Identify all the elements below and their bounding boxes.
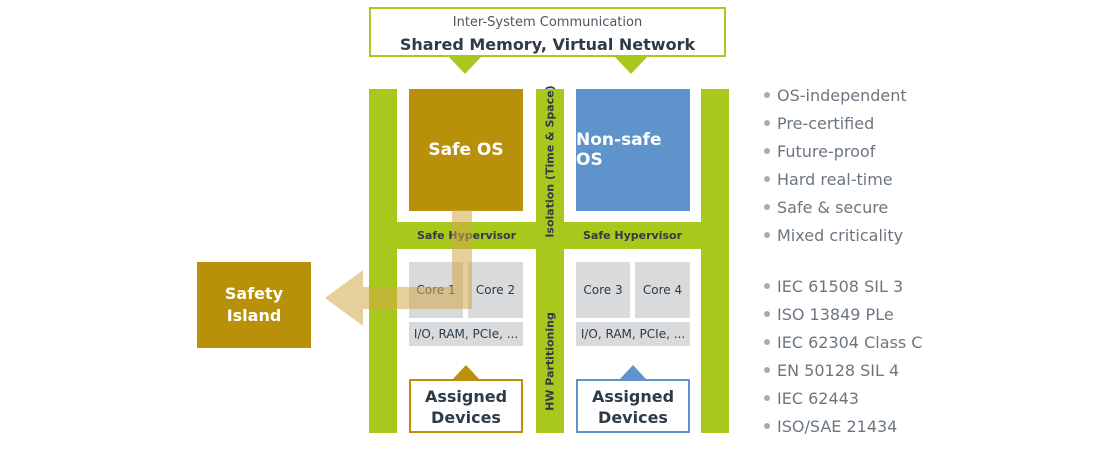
bullet-icon: [764, 366, 770, 373]
isolation-label: Isolation (Time & Space): [543, 85, 557, 238]
assigned-devices-safe-line2: Devices: [431, 408, 501, 427]
arrow-down-left-icon: [449, 57, 481, 74]
io-resources-nonsafe-label: I/O, RAM, PCIe, ...: [580, 327, 686, 341]
safe-os-label: Safe OS: [428, 140, 504, 160]
hypervisor-band: [369, 222, 729, 249]
communication-title: Shared Memory, Virtual Network: [399, 35, 696, 54]
core-4-label: Core 4: [642, 283, 683, 297]
core-2-label: Core 2: [475, 283, 516, 297]
list-item: IEC 62304 Class C: [764, 331, 922, 359]
list-item: ISO/SAE 21434: [764, 415, 922, 443]
core-4: Core 4: [635, 262, 690, 318]
bullet-icon: [764, 394, 770, 401]
bullet-icon: [764, 338, 770, 345]
assigned-devices-nonsafe-line2: Devices: [598, 408, 668, 427]
arrow-up-gold-icon: [453, 365, 479, 379]
core-3: Core 3: [576, 262, 630, 318]
hypervisor-frame-center: [536, 89, 564, 433]
feature-list: OS-independent Pre-certified Future-proo…: [764, 84, 907, 252]
bullet-icon: [764, 422, 770, 429]
list-item: Future-proof: [764, 140, 907, 168]
bullet-icon: [764, 91, 770, 98]
bullet-icon: [764, 119, 770, 126]
list-item: ISO 13849 PLe: [764, 303, 922, 331]
hw-partitioning-label: HW Partitioning: [543, 312, 557, 411]
assigned-devices-nonsafe: Assigned Devices: [576, 379, 690, 433]
standards-list: IEC 61508 SIL 3 ISO 13849 PLe IEC 62304 …: [764, 275, 922, 443]
assigned-devices-nonsafe-line1: Assigned: [591, 387, 675, 406]
safety-island-line1: Safety: [224, 284, 284, 303]
arrow-up-blue-icon: [620, 365, 646, 379]
list-item: EN 50128 SIL 4: [764, 359, 922, 387]
bullet-icon: [764, 203, 770, 210]
io-resources-nonsafe: I/O, RAM, PCIe, ...: [576, 322, 690, 346]
list-item: Mixed criticality: [764, 224, 907, 252]
bullet-icon: [764, 147, 770, 154]
isolation-label-wrap: Isolation (Time & Space): [470, 85, 630, 237]
non-safe-os-label: Non-safe OS: [576, 130, 662, 170]
list-item: IEC 61508 SIL 3: [764, 275, 922, 303]
safety-island-connection-arrow: [325, 210, 472, 326]
bullet-icon: [764, 282, 770, 289]
core-3-label: Core 3: [583, 283, 623, 297]
list-item: Hard real-time: [764, 168, 907, 196]
inter-system-communication-box: Inter-System Communication Shared Memory…: [369, 7, 726, 57]
list-item: Safe & secure: [764, 196, 907, 224]
arrow-down-right-icon: [615, 57, 647, 74]
core-2: Core 2: [468, 262, 523, 318]
hypervisor-frame-left: [369, 89, 397, 433]
assigned-devices-safe: Assigned Devices: [409, 379, 523, 433]
list-item: OS-independent: [764, 84, 907, 112]
bullet-icon: [764, 231, 770, 238]
assigned-devices-safe-line1: Assigned: [424, 387, 508, 406]
hypervisor-frame-right: [701, 89, 729, 433]
list-item: IEC 62443: [764, 387, 922, 415]
list-item: Pre-certified: [764, 112, 907, 140]
communication-subtitle: Inter-System Communication: [452, 15, 643, 30]
safe-os-box: Safe OS: [409, 89, 523, 211]
safety-island-line2: Island: [226, 306, 282, 325]
io-resources-safe: I/O, RAM, PCIe, ...: [409, 322, 523, 346]
hw-partitioning-label-wrap: HW Partitioning: [490, 312, 610, 411]
non-safe-os-box: Non-safe OS: [576, 89, 690, 211]
io-resources-safe-label: I/O, RAM, PCIe, ...: [413, 327, 519, 341]
bullet-icon: [764, 310, 770, 317]
safety-island-box: Safety Island: [197, 262, 311, 348]
safe-hypervisor-label-right: Safe Hypervisor: [582, 229, 683, 242]
bullet-icon: [764, 175, 770, 182]
